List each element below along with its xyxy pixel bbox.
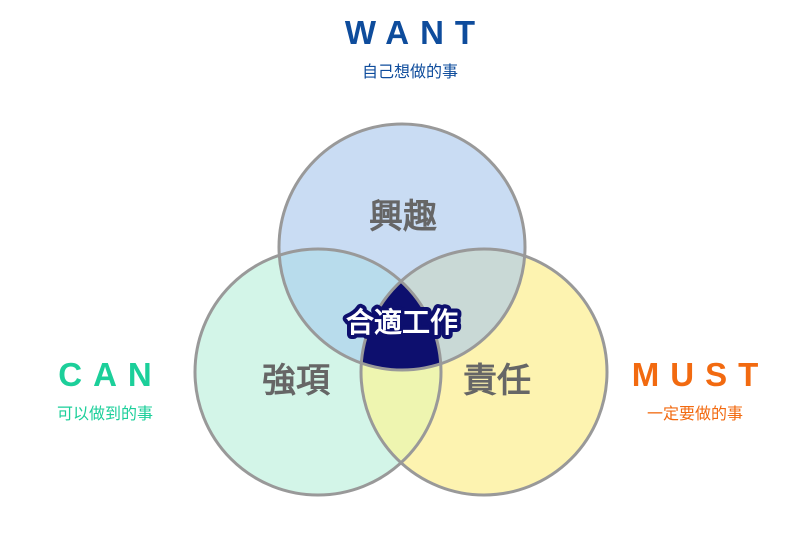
can-subtitle: 可以做到的事 [56,404,153,423]
can-heading: CAN 可以做到的事 [20,356,190,424]
must-circle-outline [359,247,609,497]
must-heading: MUST 一定要做的事 [610,356,780,424]
must-title: MUST [631,356,770,393]
want-subtitle: 自己想做的事 [361,62,458,81]
want-heading: WANT 自己想做的事 [300,14,520,82]
want-circle-label: 興趣 [369,197,437,237]
can-circle-label: 強項 [262,361,331,401]
must-circle-label: 責任 [463,361,531,401]
center-label: 合適工作 [346,306,458,339]
want-title: WANT [344,14,487,51]
can-circle-outline [193,247,443,497]
want-circle-outline [277,122,527,372]
must-subtitle: 一定要做的事 [646,404,743,423]
core-overlap [361,249,441,370]
can-title: CAN [58,356,163,393]
